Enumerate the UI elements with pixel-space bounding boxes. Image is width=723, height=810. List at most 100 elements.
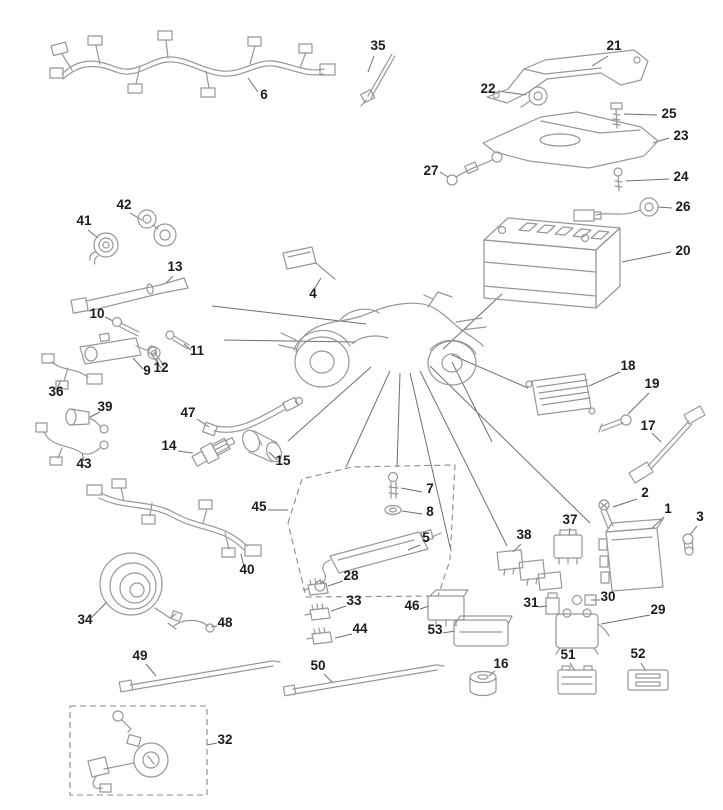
part-label-10: 10 — [89, 306, 104, 321]
callout-lines — [211, 293, 591, 552]
part-cdi-unit-1 — [598, 518, 664, 592]
part-cap-41 — [89, 232, 119, 265]
part-screw-24 — [613, 167, 623, 192]
part-plug-cap-42 — [137, 209, 177, 247]
part-lead-wire-36 — [41, 353, 103, 390]
part-label-8: 8 — [426, 504, 434, 519]
part-label-48: 48 — [217, 615, 233, 630]
part-label-7: 7 — [426, 481, 434, 496]
part-label-37: 37 — [562, 512, 577, 527]
part-label-5: 5 — [422, 530, 430, 545]
part-spark-plug-14 — [191, 436, 236, 467]
part-label-44: 44 — [352, 621, 368, 636]
part-battery-20 — [483, 217, 621, 309]
part-label-14: 14 — [161, 438, 177, 453]
part-52 — [627, 669, 669, 691]
part-cable-tie-35 — [360, 53, 396, 107]
part-label-23: 23 — [673, 128, 689, 143]
part-grommet-22 — [520, 86, 548, 108]
part-unit-53 — [453, 615, 513, 647]
part-label-29: 29 — [650, 602, 665, 617]
part-regulator-18 — [525, 373, 596, 416]
part-clamp-48 — [167, 619, 215, 633]
part-label-45: 45 — [251, 499, 267, 514]
part-screw-25 — [610, 102, 623, 129]
part-label-31: 31 — [523, 595, 539, 610]
part-label-25: 25 — [661, 106, 677, 121]
part-label-20: 20 — [675, 243, 690, 258]
part-label-52: 52 — [630, 646, 645, 661]
part-label-38: 38 — [516, 527, 532, 542]
part-label-40: 40 — [239, 562, 254, 577]
part-bolt-7 — [387, 471, 399, 499]
part-label-28: 28 — [343, 568, 359, 583]
part-label-13: 13 — [167, 259, 183, 274]
part-label-19: 19 — [644, 376, 659, 391]
part-label-43: 43 — [76, 456, 92, 471]
part-jumper-lead-27 — [446, 151, 503, 186]
part-ignition-switch-assembly-32 — [87, 710, 169, 793]
part-bolt-10 — [111, 316, 140, 337]
part-label-53: 53 — [427, 622, 443, 637]
part-relays-38 — [496, 549, 563, 591]
part-label-33: 33 — [346, 593, 362, 608]
part-sensor-26 — [573, 197, 659, 222]
part-label-24: 24 — [673, 169, 689, 184]
part-sub-harness-40 — [86, 478, 262, 558]
part-label-12: 12 — [153, 360, 168, 375]
part-label-18: 18 — [620, 358, 636, 373]
part-unit-4 — [282, 246, 336, 280]
part-ignition-coil-9 — [79, 332, 161, 365]
part-label-15: 15 — [275, 453, 291, 468]
part-label-35: 35 — [370, 38, 386, 53]
part-horn-34 — [99, 552, 183, 623]
part-label-36: 36 — [48, 384, 64, 399]
part-label-1: 1 — [664, 501, 672, 516]
part-label-50: 50 — [310, 658, 325, 673]
part-cable-tie-50 — [282, 664, 445, 697]
part-label-30: 30 — [600, 589, 615, 604]
part-washer-8 — [384, 504, 402, 516]
part-label-47: 47 — [180, 405, 195, 420]
part-label-41: 41 — [76, 213, 92, 228]
part-label-22: 22 — [480, 81, 495, 96]
assembly-boundary-32 — [69, 705, 208, 796]
part-starter-relay-29 — [555, 608, 610, 655]
part-30 — [571, 594, 597, 606]
part-sensor-39 — [65, 408, 109, 434]
part-31 — [545, 592, 560, 615]
part-label-27: 27 — [423, 163, 438, 178]
part-labels: 6 35 21 22 25 23 27 24 26 20 42 41 13 10… — [48, 38, 704, 747]
part-lead-wire-43 — [35, 422, 109, 466]
part-label-2: 2 — [641, 485, 649, 500]
part-51 — [557, 665, 597, 695]
part-mount-3 — [682, 533, 694, 556]
atv-illustration — [278, 291, 487, 388]
part-plug-wire-13 — [70, 277, 189, 314]
part-label-42: 42 — [116, 197, 131, 212]
part-screw-2 — [598, 499, 614, 529]
assembly-boundary-45 — [287, 464, 456, 598]
part-bracket-21 — [486, 49, 649, 104]
part-label-32: 32 — [217, 732, 232, 747]
part-label-6: 6 — [260, 87, 268, 102]
part-label-49: 49 — [132, 648, 147, 663]
part-relay-37 — [553, 529, 583, 565]
part-switch-15 — [241, 429, 283, 463]
part-connector-28 — [302, 578, 329, 596]
leader-lines — [56, 55, 698, 746]
part-label-34: 34 — [77, 612, 93, 627]
part-label-9: 9 — [143, 363, 151, 378]
part-cover-plate-23 — [482, 111, 659, 169]
part-label-51: 51 — [560, 647, 576, 662]
part-label-46: 46 — [404, 598, 420, 613]
part-label-21: 21 — [606, 38, 622, 53]
part-label-39: 39 — [97, 399, 112, 414]
part-label-16: 16 — [493, 656, 509, 671]
part-harness-17 — [628, 405, 706, 484]
part-wiring-harness-6 — [49, 30, 336, 98]
part-label-11: 11 — [190, 343, 205, 358]
part-label-26: 26 — [675, 199, 691, 214]
part-cable-tie-49 — [118, 660, 281, 693]
